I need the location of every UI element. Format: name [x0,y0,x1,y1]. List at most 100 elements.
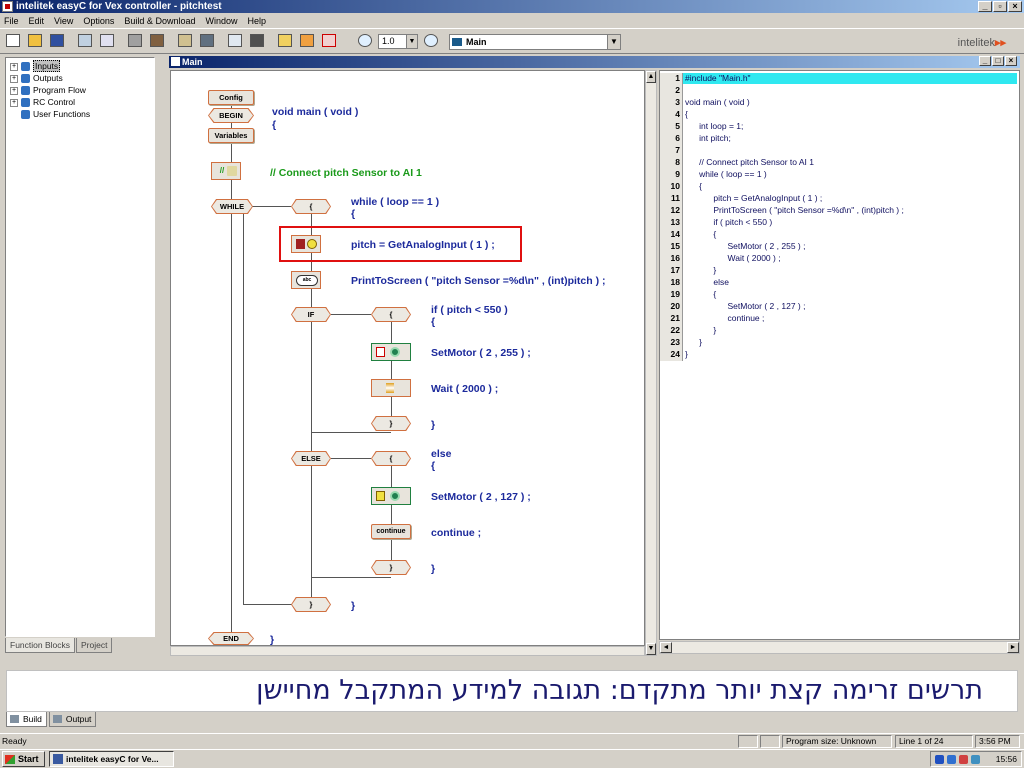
window-titlebar[interactable]: intelitek easyC for Vex controller - pit… [0,0,1024,13]
menu-build-download[interactable]: Build & Download [124,15,196,26]
code-line[interactable]: 23 } [660,337,1019,349]
toolbar-button-9[interactable] [198,32,216,50]
toolbar-button-5[interactable] [98,32,116,50]
flowchart-horizontal-scrollbar[interactable] [170,646,645,656]
code-line[interactable]: 9 while ( loop == 1 ) [660,169,1019,181]
code-line[interactable]: 8 // Connect pitch Sensor to AI 1 [660,157,1019,169]
else-block[interactable]: ELSE [291,451,331,466]
else-open-brace-block[interactable]: { [371,451,411,466]
tree-item-program-flow[interactable]: +Program Flow [10,85,86,96]
else-close-brace-block[interactable]: } [371,560,411,575]
while-close-brace-block[interactable]: } [291,597,331,612]
code-line[interactable]: 20 SetMotor ( 2 , 127 ) ; [660,301,1019,313]
volume-icon[interactable] [971,755,980,764]
tree-item-rc-control[interactable]: +RC Control [10,97,76,108]
toolbar-button-12[interactable] [276,32,294,50]
while-block[interactable]: WHILE [211,199,253,214]
tab-project[interactable]: Project [76,638,113,653]
network-icon[interactable] [947,755,956,764]
scroll-left-icon[interactable]: ◄ [660,642,672,653]
print-to-screen-block[interactable]: abc [291,271,321,289]
code-line[interactable]: 12 PrintToScreen ( "pitch Sensor =%d\n" … [660,205,1019,217]
scroll-down-icon[interactable]: ▼ [646,643,656,655]
expand-icon[interactable]: + [10,86,18,95]
child-minimize-button[interactable]: _ [979,56,991,66]
tab-build[interactable]: Build [6,712,47,727]
set-motor-block-1[interactable] [371,343,411,361]
code-line[interactable]: 1#include "Main.h" [660,73,1019,85]
code-line[interactable]: 4{ [660,109,1019,121]
save-button[interactable] [48,32,66,50]
program-button[interactable] [320,32,338,50]
code-line[interactable]: 10 { [660,181,1019,193]
child-close-button[interactable]: × [1005,56,1017,66]
config-block[interactable]: Config [208,90,254,105]
flowchart-vertical-scrollbar[interactable]: ▲ ▼ [645,70,657,656]
tab-output[interactable]: Output [48,712,97,727]
scroll-up-icon[interactable]: ▲ [646,71,656,83]
tab-function-blocks[interactable]: Function Blocks [5,638,75,653]
alert-icon[interactable] [959,755,968,764]
begin-block[interactable]: BEGIN [208,108,254,123]
code-line[interactable]: 6 int pitch; [660,133,1019,145]
toolbar-button-6[interactable] [126,32,144,50]
code-line[interactable]: 19 { [660,289,1019,301]
toolbar-button-13[interactable] [298,32,316,50]
shield-icon[interactable] [935,755,944,764]
tree-item-inputs[interactable]: +Inputs [10,60,61,72]
while-open-brace-block[interactable]: { [291,199,331,214]
zoom-in-button[interactable] [356,32,374,50]
open-button[interactable] [26,32,44,50]
close-button[interactable]: × [1008,1,1022,12]
tree-item-outputs[interactable]: +Outputs [10,73,63,84]
child-window-titlebar[interactable]: Main _ □ × [169,56,1020,68]
child-maximize-button[interactable]: □ [992,56,1004,66]
toolbar-button-8[interactable] [176,32,194,50]
code-line[interactable]: 16 Wait ( 2000 ) ; [660,253,1019,265]
toolbar-button-7[interactable] [148,32,166,50]
code-line[interactable]: 17 } [660,265,1019,277]
if-block[interactable]: IF [291,307,331,322]
code-horizontal-scrollbar[interactable]: ◄ ► [659,641,1020,654]
set-motor-block-2[interactable] [371,487,411,505]
toolbar-button-11[interactable] [248,32,266,50]
new-file-button[interactable] [4,32,22,50]
wait-block[interactable] [371,379,411,397]
scroll-right-icon[interactable]: ► [1007,642,1019,653]
code-line[interactable]: 21 continue ; [660,313,1019,325]
menu-help[interactable]: Help [247,15,266,26]
menu-window[interactable]: Window [205,15,238,26]
code-line[interactable]: 24} [660,349,1019,361]
variables-block[interactable]: Variables [208,128,254,143]
zoom-select[interactable]: 1.0▼ [378,34,418,49]
code-line[interactable]: 18 else [660,277,1019,289]
if-open-brace-block[interactable]: { [371,307,411,322]
code-line[interactable]: 22 } [660,325,1019,337]
end-block[interactable]: END [208,632,254,645]
toolbar-button-10[interactable] [226,32,244,50]
restore-button[interactable]: ▫ [993,1,1007,12]
code-line[interactable]: 11 pitch = GetAnalogInput ( 1 ) ; [660,193,1019,205]
function-select[interactable]: Main▼ [449,34,621,50]
tree-item-user-functions[interactable]: User Functions [21,109,90,120]
menu-options[interactable]: Options [83,15,115,26]
code-line[interactable]: 7 [660,145,1019,157]
menu-file[interactable]: File [4,15,19,26]
code-line[interactable]: 2 [660,85,1019,97]
start-button[interactable]: Start [2,751,45,767]
expand-icon[interactable]: + [10,74,18,83]
menu-edit[interactable]: Edit [28,15,45,26]
continue-block[interactable]: continue [371,524,411,539]
code-line[interactable]: 14 { [660,229,1019,241]
code-line[interactable]: 15 SetMotor ( 2 , 255 ) ; [660,241,1019,253]
comment-block[interactable]: // [211,162,241,180]
minimize-button[interactable]: _ [978,1,992,12]
zoom-out-button[interactable] [422,32,440,50]
get-analog-input-block[interactable] [291,235,321,253]
code-line[interactable]: 5 int loop = 1; [660,121,1019,133]
menu-view[interactable]: View [54,15,74,26]
toolbar-button-4[interactable] [76,32,94,50]
taskbar-app-button[interactable]: intelitek easyC for Ve... [49,751,174,767]
